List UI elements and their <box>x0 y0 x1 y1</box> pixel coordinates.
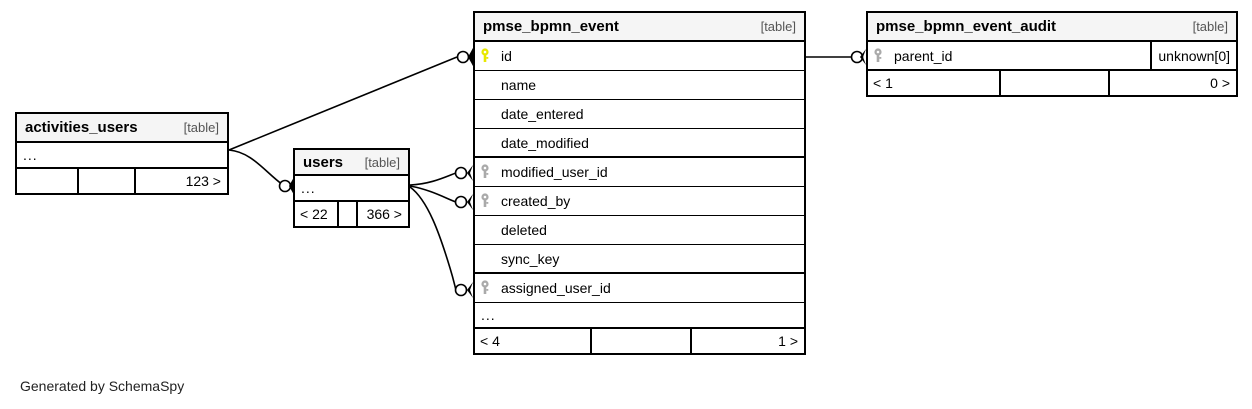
footer-children-count: 0 > <box>1108 71 1236 95</box>
link-activities-users-to-users <box>228 149 284 186</box>
table-tag: [table] <box>760 19 796 34</box>
column-name: name <box>501 77 537 93</box>
column-row[interactable]: parent_id unknown[0] <box>868 42 1236 71</box>
column-name: date_entered <box>501 106 584 122</box>
column-name: deleted <box>501 222 547 238</box>
table-title: activities_users <box>25 119 138 136</box>
column-row[interactable]: date_modified <box>475 129 804 158</box>
footer-middle <box>77 169 134 193</box>
table-activities-users[interactable]: activities_users [table] ... 123 > <box>15 112 229 195</box>
footer-parents-count: < 4 <box>480 333 500 349</box>
link-users-to-modified-user-id <box>409 172 457 186</box>
link-endpoint-circle <box>454 283 468 297</box>
table-footer: < 1 0 > <box>868 71 1236 95</box>
column-name: date_modified <box>501 134 589 151</box>
table-tag: [table] <box>364 154 400 170</box>
column-name: created_by <box>501 193 571 209</box>
column-name: assigned_user_id <box>501 280 611 296</box>
table-title: pmse_bpmn_event_audit <box>876 18 1057 35</box>
footer-parents-count: < 1 <box>873 75 893 91</box>
link-endpoint-circle <box>454 195 468 209</box>
table-more-rows-indicator: ... <box>295 176 408 202</box>
link-users-to-assigned-user-id <box>409 186 457 291</box>
table-footer: < 22 366 > <box>295 202 408 226</box>
table-pmse-bpmn-event-audit[interactable]: pmse_bpmn_event_audit [table] parent_id … <box>866 11 1238 97</box>
column-name: sync_key <box>501 250 560 267</box>
link-endpoint-circle <box>456 50 470 64</box>
table-header: pmse_bpmn_event [table] <box>475 13 804 42</box>
column-row[interactable]: date_entered <box>475 100 804 129</box>
foreign-key-icon <box>475 164 495 180</box>
column-row[interactable]: assigned_user_id <box>475 274 804 303</box>
column-row[interactable]: sync_key <box>475 245 804 274</box>
footer-middle <box>337 202 356 226</box>
column-name: parent_id <box>894 47 953 64</box>
table-footer: 123 > <box>17 169 227 193</box>
foreign-key-icon <box>868 47 888 64</box>
footer-children-count: 366 > <box>356 202 408 226</box>
footer-children-count: 1 > <box>690 329 804 353</box>
column-name: modified_user_id <box>501 164 608 180</box>
table-pmse-bpmn-event[interactable]: pmse_bpmn_event [table] id name date_ent… <box>473 11 806 355</box>
link-endpoint-circle <box>454 166 468 180</box>
table-more-rows-indicator: ... <box>17 143 227 169</box>
foreign-key-icon <box>475 193 495 209</box>
table-title: pmse_bpmn_event <box>483 18 619 35</box>
table-header: users [table] <box>295 150 408 176</box>
column-row[interactable]: id <box>475 42 804 71</box>
link-activities-users-to-event-id <box>228 56 458 151</box>
link-users-to-created-by <box>409 185 457 203</box>
column-row[interactable]: deleted <box>475 216 804 245</box>
footer-parents-count <box>17 169 77 193</box>
generated-by-credit: Generated by SchemaSpy <box>20 378 185 394</box>
column-name: id <box>501 48 512 64</box>
column-type: unknown[0] <box>1150 42 1236 69</box>
table-users[interactable]: users [table] ... < 22 366 > <box>293 148 410 228</box>
footer-children-count: 123 > <box>134 169 227 193</box>
footer-middle <box>590 329 690 353</box>
table-more-rows-indicator: ... <box>475 303 804 329</box>
foreign-key-icon <box>475 280 495 296</box>
primary-key-icon <box>475 48 495 64</box>
column-row[interactable]: name <box>475 71 804 100</box>
table-footer: < 4 1 > <box>475 329 804 353</box>
table-header: activities_users [table] <box>17 114 227 143</box>
table-header: pmse_bpmn_event_audit [table] <box>868 13 1236 42</box>
link-endpoint-circle <box>278 179 292 193</box>
table-title: users <box>303 153 344 171</box>
link-endpoint-circle <box>850 50 864 64</box>
table-tag: [table] <box>1192 19 1228 34</box>
footer-parents-count: < 22 <box>300 206 328 222</box>
column-row[interactable]: modified_user_id <box>475 158 804 187</box>
footer-middle <box>999 71 1108 95</box>
column-row[interactable]: created_by <box>475 187 804 216</box>
table-tag: [table] <box>183 120 219 135</box>
